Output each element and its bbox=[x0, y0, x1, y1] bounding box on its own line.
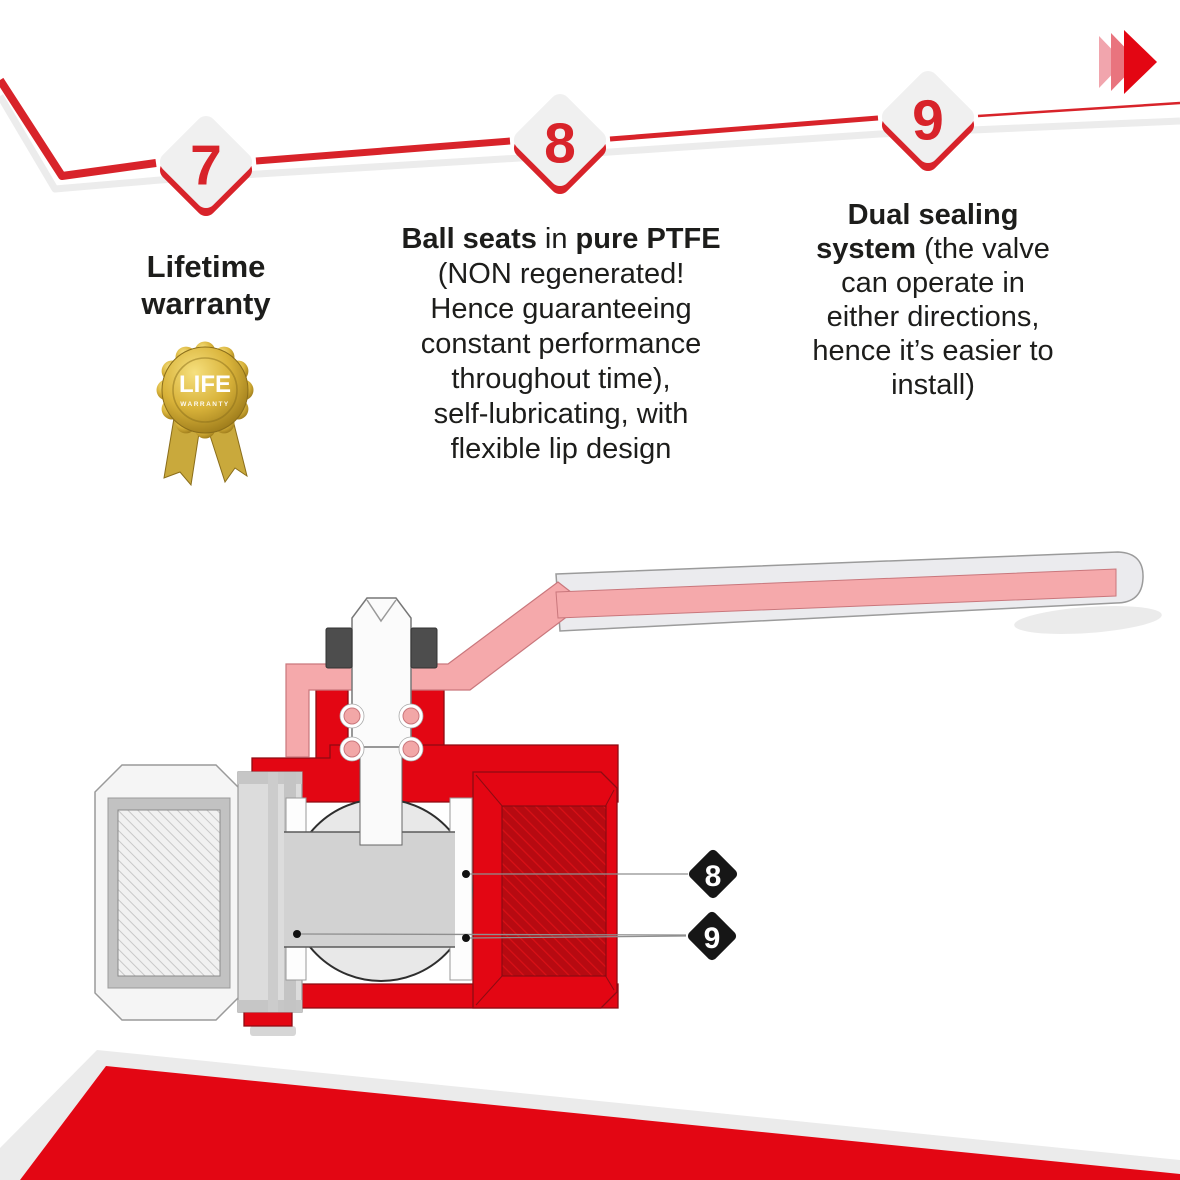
timeline-node-number: 7 bbox=[190, 134, 222, 198]
timeline-line-segment-b bbox=[255, 137, 511, 165]
timeline-node-number: 9 bbox=[912, 89, 944, 153]
life-warranty-badge: LIFE WARRANTY bbox=[156, 341, 254, 487]
timeline-line-segment-d bbox=[977, 101, 1180, 118]
leader-dot bbox=[462, 870, 470, 878]
handle-shadow bbox=[1014, 606, 1162, 634]
left-cap-thread-window bbox=[117, 809, 221, 977]
bottom-red-band bbox=[0, 1050, 1180, 1180]
packing-gland-right bbox=[410, 627, 438, 669]
fast-forward-arrows-icon bbox=[1099, 30, 1157, 94]
leader-dot bbox=[462, 934, 470, 942]
handle-pink-core bbox=[555, 568, 1117, 619]
timeline-node-8: 8 bbox=[513, 93, 607, 195]
leader-dot bbox=[293, 930, 301, 938]
stem-o-rings bbox=[339, 703, 424, 762]
insert-bevel-lines bbox=[475, 774, 615, 1006]
stem-notch bbox=[366, 599, 397, 623]
timeline-node-9: 9 bbox=[881, 70, 975, 172]
valve-body-red bbox=[243, 675, 619, 1027]
marker-label: 9 bbox=[704, 922, 721, 955]
badge-inner-ring bbox=[172, 357, 238, 423]
right-threaded-insert bbox=[501, 805, 607, 977]
badge-life-text: LIFE bbox=[179, 371, 231, 398]
arrow-icon bbox=[1124, 30, 1157, 94]
valve-cross-section: 8 9 bbox=[94, 551, 1162, 1036]
marker-label: 8 bbox=[705, 860, 722, 893]
bottom-band-red bbox=[20, 1066, 1180, 1180]
marker-9: 9 bbox=[687, 911, 737, 961]
leader-lines bbox=[299, 873, 688, 939]
marker-8: 8 bbox=[688, 849, 738, 899]
valve-foot-shadow bbox=[250, 1026, 296, 1036]
flow-bore bbox=[284, 831, 455, 948]
timeline-node-7: 7 bbox=[159, 115, 253, 217]
timeline-line-segment-a bbox=[0, 77, 157, 180]
badge-seal-circle bbox=[161, 346, 249, 434]
stem-slot bbox=[359, 746, 403, 846]
packing-gland-left bbox=[325, 627, 353, 669]
feature-8-text: Ball seats in pure PTFE(NON regenerated!… bbox=[401, 223, 721, 465]
timeline-node-number: 8 bbox=[544, 112, 576, 176]
timeline-line-segment-c bbox=[609, 115, 879, 142]
badge-warranty-text: WARRANTY bbox=[180, 401, 230, 408]
